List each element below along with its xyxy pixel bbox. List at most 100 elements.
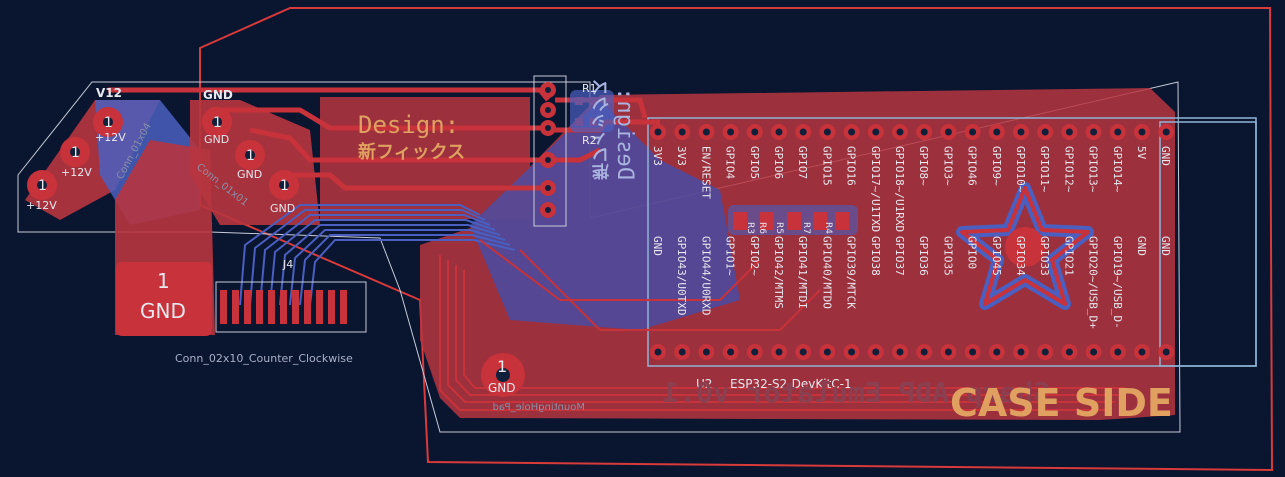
- conn-02x10-label: Conn_02x10_Counter_Clockwise: [175, 352, 353, 365]
- r2-label: R2: [582, 134, 597, 147]
- module-top-pads: [650, 124, 1175, 140]
- module-pin-hole: [678, 348, 686, 356]
- design-label-1: Design:: [358, 111, 459, 139]
- back-copper-diag: [470, 100, 740, 330]
- module-pin-label: GPIO45: [990, 236, 1003, 276]
- module-pin-label: GPIO18~/U1RXD: [893, 146, 906, 232]
- resistor-group: [728, 205, 858, 235]
- r3-label: R3: [745, 222, 755, 234]
- module-pin-hole: [678, 128, 686, 136]
- module-pin-hole: [751, 128, 759, 136]
- j4-outline: [215, 281, 367, 333]
- gnd-pad1-label-b: 1: [246, 148, 255, 164]
- module-pin-label: GPIO41/MTDI: [796, 236, 809, 309]
- module-bottom-pads: [650, 344, 1175, 360]
- module-pin-label: GPIO21: [1062, 236, 1075, 276]
- mounting-gnd: GND: [488, 381, 516, 395]
- mid-header-pads: [540, 82, 556, 218]
- module-pin-hole: [1041, 128, 1049, 136]
- module-pin-hole: [872, 348, 880, 356]
- gnd-label-b: GND: [237, 168, 262, 181]
- module-pin-hole: [1138, 348, 1146, 356]
- module-pin-label: GPIO12~: [1062, 146, 1075, 193]
- module-pin-hole: [1114, 128, 1122, 136]
- back-traces: [239, 204, 516, 306]
- module-name-label: ESP32-S2-DevKitC-1: [730, 377, 852, 391]
- module-pin-label: GND: [1159, 146, 1172, 166]
- module-pin-hole: [1090, 348, 1098, 356]
- module-pin-hole: [1065, 128, 1073, 136]
- module-pin-label: GPIO19~/USB_D-: [1111, 236, 1124, 329]
- conn-01x04-pads: [27, 107, 123, 200]
- gnd-pad1-label-c: 1: [280, 178, 289, 194]
- module-pin-label: 3V3: [675, 146, 688, 166]
- module-pin-hole: [944, 128, 952, 136]
- module-pin-hole: [775, 348, 783, 356]
- r4-label: R4: [823, 222, 833, 234]
- module-pin-label: GPIO14~: [1111, 146, 1124, 193]
- module-pin-hole: [799, 348, 807, 356]
- module-pin-label: GPIO40/MTDO: [820, 236, 833, 309]
- module-pin-hole: [920, 128, 928, 136]
- module-pin-label: GPIO4: [724, 146, 737, 179]
- module-pin-label: GPIO46: [966, 146, 979, 186]
- module-pin-hole: [1114, 348, 1122, 356]
- r6-label: R6: [757, 222, 767, 234]
- module-pin-label: GPIO3~: [941, 146, 954, 186]
- module-pin-label: GPIO15: [820, 146, 833, 186]
- module-pin-hole: [1065, 348, 1073, 356]
- gnd-header-label: GND: [203, 88, 233, 102]
- module-pin-hole: [799, 128, 807, 136]
- plus12-label-b: +12V: [61, 166, 92, 179]
- module-pin-hole: [727, 348, 735, 356]
- module-pin-label: GPIO39/MTCK: [845, 236, 858, 309]
- plus12-label-c: +12V: [26, 199, 57, 212]
- module-pin-label: GPIO20~/USB_D+: [1087, 236, 1100, 329]
- resistors-back-copper: [570, 90, 614, 132]
- mounting-hole-center: [496, 368, 510, 382]
- module-pin-hole: [775, 128, 783, 136]
- module-pin-hole: [702, 128, 710, 136]
- module-pin-label: GPIO2~: [748, 236, 761, 276]
- module-pin-hole: [993, 348, 1001, 356]
- gnd-big-pad: [116, 262, 212, 336]
- back-title: Sharp ADP Emulator v0.1: [662, 376, 1050, 409]
- module-pin-label: GPIO6: [772, 146, 785, 179]
- module-pin-hole: [727, 128, 735, 136]
- front-traces-lower: [439, 239, 1125, 411]
- pad1-label-b: 1: [71, 145, 80, 161]
- module-pin-hole: [1017, 348, 1025, 356]
- module-pin-hole: [969, 348, 977, 356]
- module-pin-label: GPIO33: [1038, 236, 1051, 276]
- module-pin-label: GPIO11~: [1038, 146, 1051, 193]
- module-pin-label: GPIO37: [893, 236, 906, 276]
- module-pin-label: 3V3: [651, 146, 664, 166]
- module-pin-hole: [751, 348, 759, 356]
- module-pin-label: GPIO1~: [724, 236, 737, 276]
- design-mirror-2: 新フィックス: [589, 79, 610, 180]
- module-pin-label: GPIO36: [917, 236, 930, 276]
- module-pin-hole: [702, 348, 710, 356]
- design-mirror-1: Design:: [612, 87, 637, 180]
- module-pin-hole: [848, 128, 856, 136]
- module-pin-label: GPIO34: [1014, 236, 1027, 276]
- module-pin-hole: [1041, 348, 1049, 356]
- module-pin-hole: [1090, 128, 1098, 136]
- module-pin-label: GND: [651, 236, 664, 256]
- module-pin-hole: [1138, 128, 1146, 136]
- r1-label: R1: [582, 82, 597, 95]
- module-pin-hole: [920, 348, 928, 356]
- star-logo: [956, 182, 1094, 310]
- gnd-pads: [202, 107, 299, 200]
- module-pin-hole: [823, 128, 831, 136]
- plus12-label-a: +12V: [95, 131, 126, 144]
- module-pin-label: GPIO16: [845, 146, 858, 186]
- gnd-pad1-label-a: 1: [213, 115, 222, 131]
- module-pin-label: GPIO42/MTMS: [772, 236, 785, 309]
- module-pin-label: GPIO44/U0RXD: [699, 236, 712, 315]
- r7-label: R7: [801, 222, 811, 234]
- r5-label: R5: [774, 222, 784, 234]
